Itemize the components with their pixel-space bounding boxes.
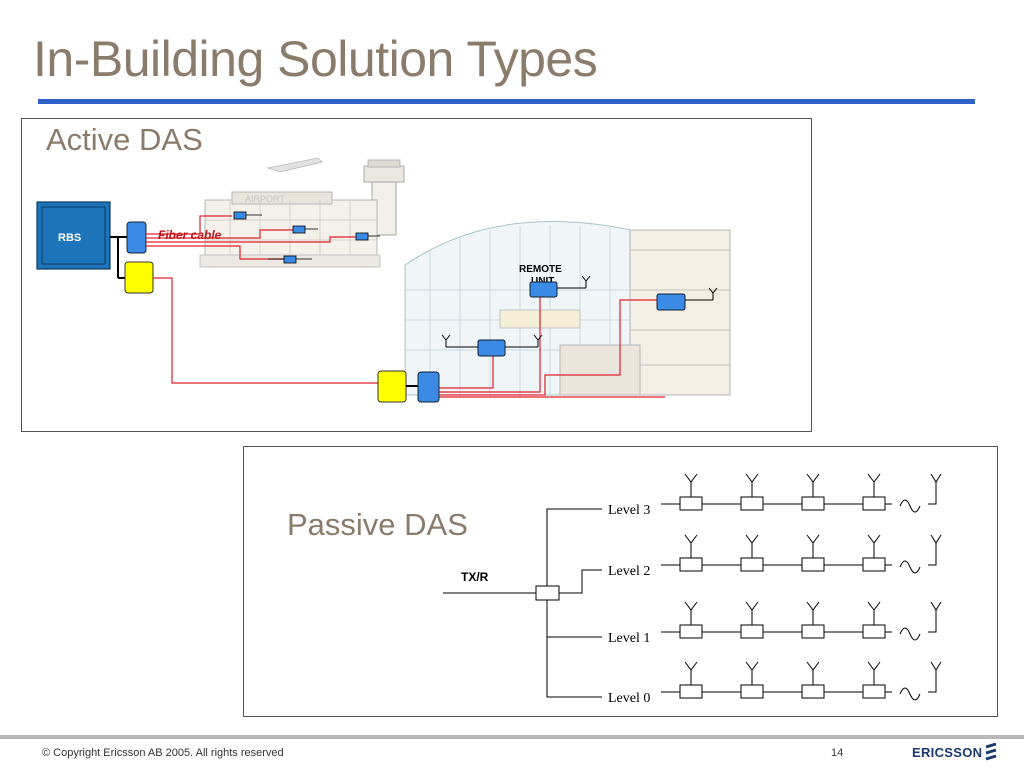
tap-box [740,557,764,572]
copyright-text: © Copyright Ericsson AB 2005. All rights… [42,747,284,759]
antenna-icon [806,601,820,611]
slide-title: In-Building Solution Types [33,31,598,87]
end-antenna-mast [928,670,937,693]
antenna-icon [867,473,881,483]
tap-box [679,496,703,511]
antenna-icon [806,661,820,671]
tap-box [740,624,764,639]
remote-unit-top [529,281,558,298]
tap-box [679,684,703,699]
remote-unit-right [656,293,686,311]
rbs-label: RBS [58,232,81,244]
fiber-cables [146,215,665,398]
antenna-icon [684,473,698,483]
tap-box [679,557,703,572]
level-0-label: Level 0 [608,691,650,706]
splitter [535,585,560,601]
antenna-icon [745,534,759,544]
hub-unit-building [417,371,440,403]
passive-level-rows [661,473,942,701]
antenna-icon [930,661,942,671]
page-number: 14 [831,747,844,759]
antenna-icon [930,601,942,611]
tap-box [801,684,825,699]
antenna-icon [745,473,759,483]
tap-box [740,496,764,511]
tap-box [801,557,825,572]
tap-box [801,624,825,639]
antenna-icon [684,534,698,544]
level-1-label: Level 1 [608,631,650,646]
level-2-label: Level 2 [608,564,650,579]
ericsson-logo-mark-icon [985,743,997,761]
end-antenna-mast [928,482,937,505]
tap-box [679,624,703,639]
tap-box [862,684,886,699]
tap-box [801,496,825,511]
antenna-icon [930,534,942,544]
tap-box [862,557,886,572]
glass-building-illustration [404,220,731,396]
fiber-cable-label: Fiber cable [158,228,222,242]
terminator-icon [899,499,921,513]
txr-label: TX/R [461,570,489,584]
antenna-icon [806,534,820,544]
terminator-icon [899,627,921,641]
tap-box [740,684,764,699]
antenna-icon [930,473,942,483]
antenna-icon [867,661,881,671]
active-das-heading: Active DAS [46,122,203,157]
antenna-icon [806,473,820,483]
level-3-label: Level 3 [608,503,650,518]
footer-divider [0,735,1024,739]
airport-remote-units [233,211,380,264]
antenna-icon [745,601,759,611]
remote-unit-middle [477,339,506,357]
antenna-icon [684,601,698,611]
end-antenna-mast [928,610,937,633]
remote-unit-label-1: REMOTE [519,264,562,275]
title-underline [38,99,975,104]
rbs-cabinet: RBS [36,201,111,270]
airport-sign: AIRPORT [245,194,285,204]
tap-box [862,624,886,639]
end-antenna-mast [928,543,937,566]
terminator-icon [899,687,921,701]
antenna-icon [867,601,881,611]
passive-das-panel [243,446,998,717]
antenna-icon [684,661,698,671]
antenna-icon [867,534,881,544]
antenna-icon [745,661,759,671]
tap-box [862,496,886,511]
ericsson-logo: ERICSSON [912,745,983,760]
airport-terminal-illustration: AIRPORT [199,157,405,268]
passive-das-heading: Passive DAS [287,507,468,542]
terminator-icon [899,560,921,574]
